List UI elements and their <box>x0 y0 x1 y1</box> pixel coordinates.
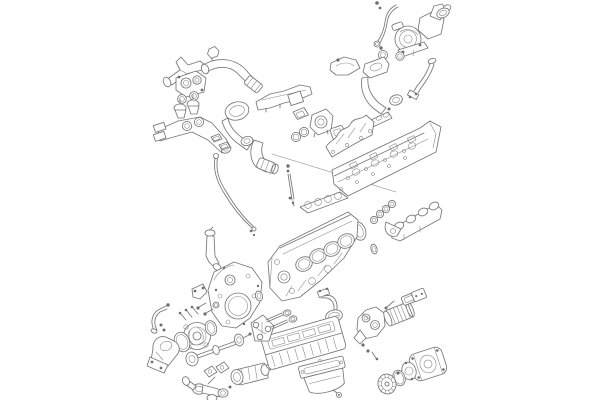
water-crossover-manifold <box>152 116 232 154</box>
turbo-oil-feed-line <box>373 1 399 50</box>
engine-block <box>267 211 359 302</box>
crankshaft-front-seal <box>254 290 264 302</box>
glow-plug <box>286 164 295 207</box>
cam-seal <box>370 243 378 255</box>
coolant-bypass-pipe-assembly <box>182 376 232 400</box>
mounting-bracket-with-bolts <box>250 309 298 342</box>
cover-bracket-and-bolts <box>191 283 220 316</box>
water-pump <box>178 305 211 350</box>
oil-pump-drive-gear <box>377 373 397 395</box>
egr-mixer-housing <box>309 108 334 138</box>
heat-shield-bracket <box>329 56 361 76</box>
oil-filter-cover-and-gaskets <box>384 287 427 310</box>
oil-drain-plug <box>332 389 342 398</box>
oil-filter-housing <box>353 306 386 361</box>
exhaust-manifold-right <box>384 201 443 242</box>
turbo-oil-drain-pipe <box>406 57 437 100</box>
exhaust-manifold-left <box>325 114 375 158</box>
front-timing-cover <box>207 261 263 329</box>
oil-filter-element <box>383 301 415 327</box>
intake-manifold-gasket <box>292 107 309 120</box>
head-gasket <box>288 191 349 214</box>
thermostat-housing <box>175 70 207 98</box>
o-ring-seals <box>290 126 310 143</box>
turbocharger <box>391 3 452 58</box>
exhaust-elbow-pipe-with-clamp <box>221 101 260 153</box>
intake-manifold-left <box>255 84 313 113</box>
oil-cooler-tube <box>230 357 277 386</box>
oil-pump-rotor-plate <box>401 361 417 381</box>
water-pump-gasket-ring <box>204 320 218 336</box>
lower-oil-pan <box>298 355 346 394</box>
oil-pump-bolt <box>396 371 400 375</box>
cylinder-head <box>331 120 442 197</box>
oil-pump-drive-shaft <box>185 332 252 367</box>
crossover-gaskets <box>210 133 231 151</box>
upper-oil-pan <box>260 316 347 370</box>
oil-filler-tube <box>204 226 222 271</box>
turbo-inlet-clamp-ring <box>436 7 450 19</box>
water-inlet-elbow <box>146 336 180 374</box>
oil-pump-housing <box>408 346 448 382</box>
coolant-crossover-pipe-with-hose <box>200 59 263 94</box>
heater-return-pipe <box>150 303 170 334</box>
oil-dipstick-tube <box>213 153 257 237</box>
exhaust-manifold-gasket-right <box>369 199 397 225</box>
bypass-gaskets <box>203 361 230 378</box>
thermostats <box>173 94 200 119</box>
intake-hose-elbow <box>250 139 279 175</box>
exhaust-up-pipe-elbow <box>361 56 403 115</box>
